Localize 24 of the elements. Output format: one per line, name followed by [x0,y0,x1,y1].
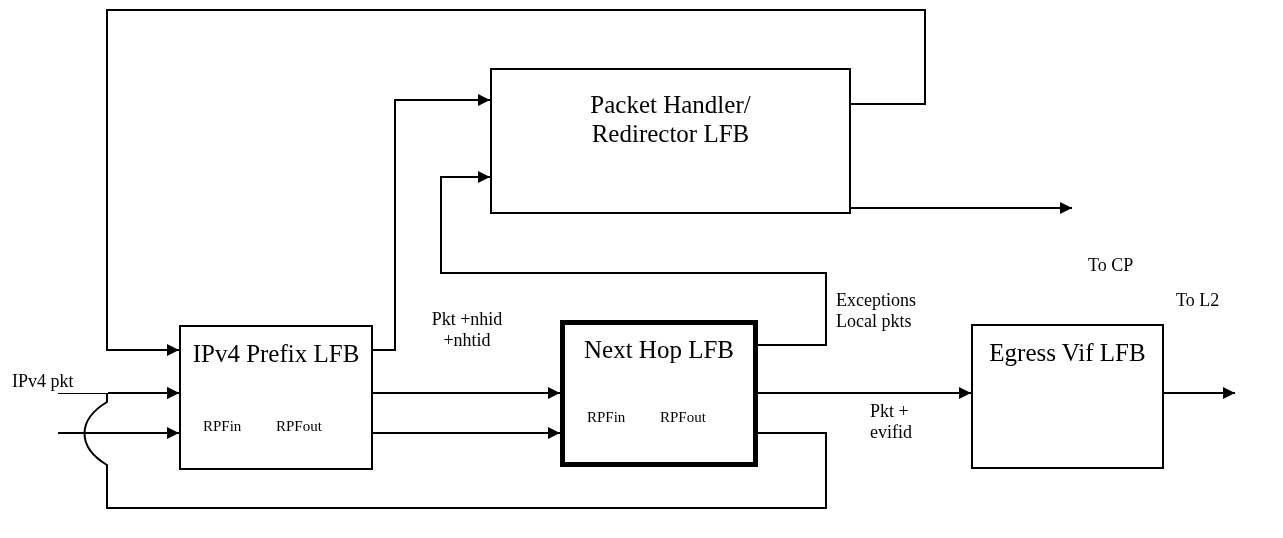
arrow [1163,387,1236,399]
arrow [440,171,827,346]
arrow [757,387,972,399]
box-title: Next Hop LFB [583,335,735,364]
arrow [83,387,827,509]
arrow [106,9,926,356]
box-title: IPv4 Prefix LFB [191,339,361,368]
arrow [372,94,491,351]
box-title: Egress Vif LFB [988,338,1147,367]
arrow [372,387,561,399]
flow-label: IPv4 pkt [12,371,108,393]
port-label: RPFout [660,408,706,426]
arrow [57,427,180,439]
arrow [850,202,1073,214]
arrow [372,427,561,439]
flow-label: To L2 [1176,290,1220,310]
box-title: Packet Handler/ Redirector LFB [589,90,752,148]
process-box [560,320,758,467]
port-label: RPFout [276,417,322,435]
port-label: RPFin [203,417,242,435]
process-box [490,68,851,214]
process-box [179,325,373,470]
process-box [971,324,1164,469]
port-label: RPFin [587,408,626,426]
